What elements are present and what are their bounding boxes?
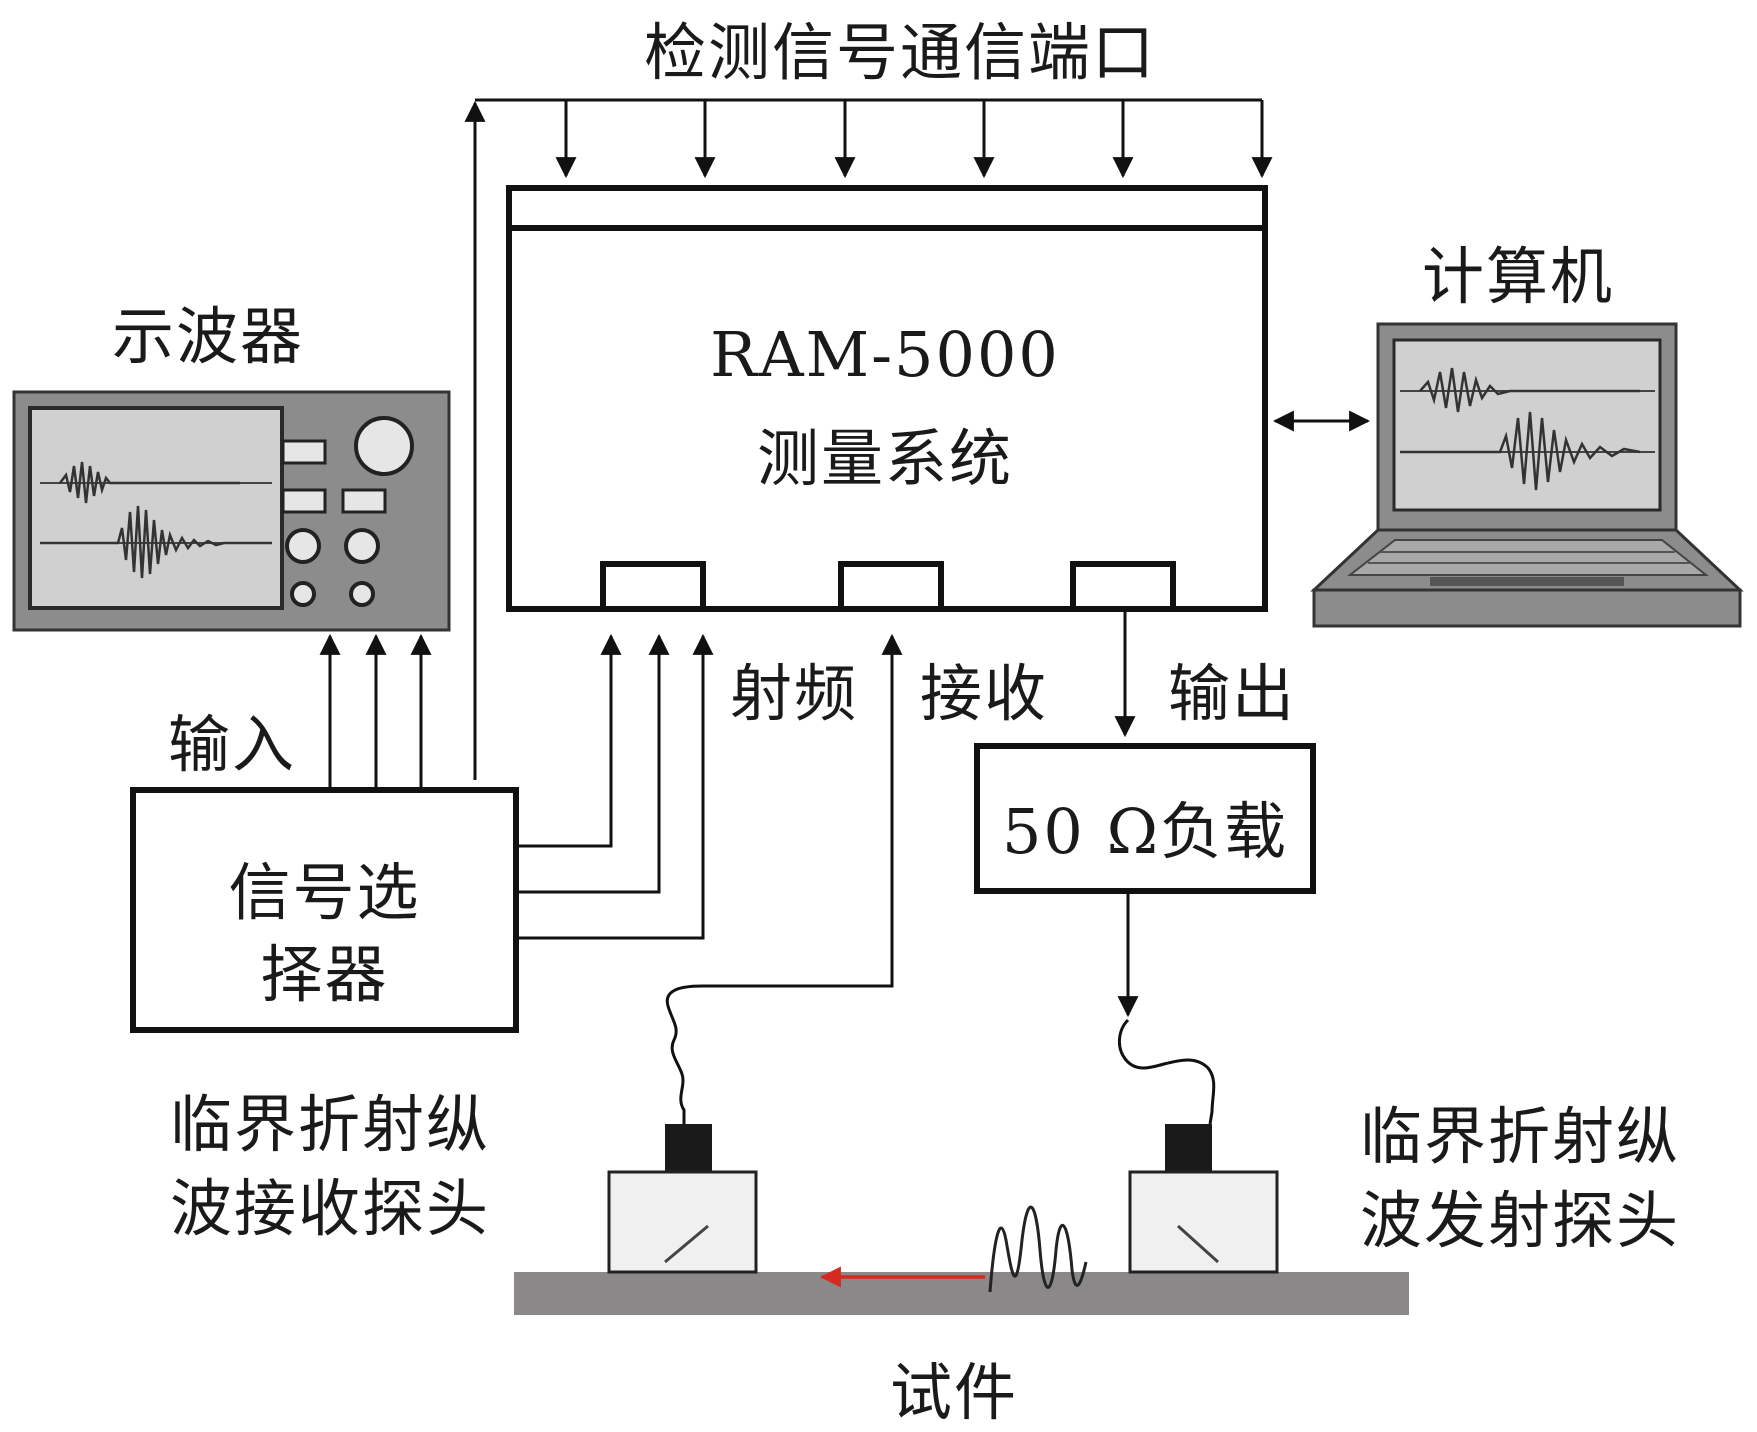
computer-label: 计算机 <box>1422 240 1615 313</box>
rf-label: 射频 <box>730 657 859 730</box>
load-box <box>974 743 1316 894</box>
system-name: RAM-5000 <box>710 318 1060 391</box>
selector-label-1: 信号选 <box>228 856 421 929</box>
ports-title: 检测信号通信端口 <box>643 16 1156 89</box>
oscilloscope-icon <box>12 390 451 632</box>
ultrasonic-wave <box>988 1205 1088 1293</box>
system-subtitle: 测量系统 <box>756 422 1013 495</box>
transmitter-probe-label-1: 临界折射纵 <box>1360 1100 1681 1173</box>
computer-icon <box>1310 322 1744 628</box>
signal-selector-box <box>130 787 519 1033</box>
specimen-bar <box>514 1272 1409 1315</box>
receive-label: 接收 <box>920 657 1049 730</box>
output-label: 输出 <box>1168 657 1297 730</box>
ram5000-system-box <box>506 185 1268 612</box>
oscilloscope-input-arrows <box>319 633 432 787</box>
receiver-probe-label-2: 波接收探头 <box>170 1172 491 1245</box>
transmitter-probe-label-2: 波发射探头 <box>1360 1184 1681 1257</box>
load-label: 50 Ω负载 <box>1001 795 1288 868</box>
receiver-probe <box>607 1124 758 1274</box>
communication-bus <box>464 98 1273 780</box>
receiver-probe-label-1: 临界折射纵 <box>170 1088 491 1161</box>
selector-label-2: 择器 <box>260 938 389 1011</box>
specimen-label: 试件 <box>890 1356 1019 1429</box>
receive-cable <box>665 633 903 1124</box>
input-label: 输入 <box>168 708 297 781</box>
transmitter-probe <box>1128 1124 1279 1274</box>
oscilloscope-label: 示波器 <box>112 300 305 373</box>
rf-input-lines <box>519 633 714 940</box>
transmit-cable <box>1117 894 1216 1125</box>
